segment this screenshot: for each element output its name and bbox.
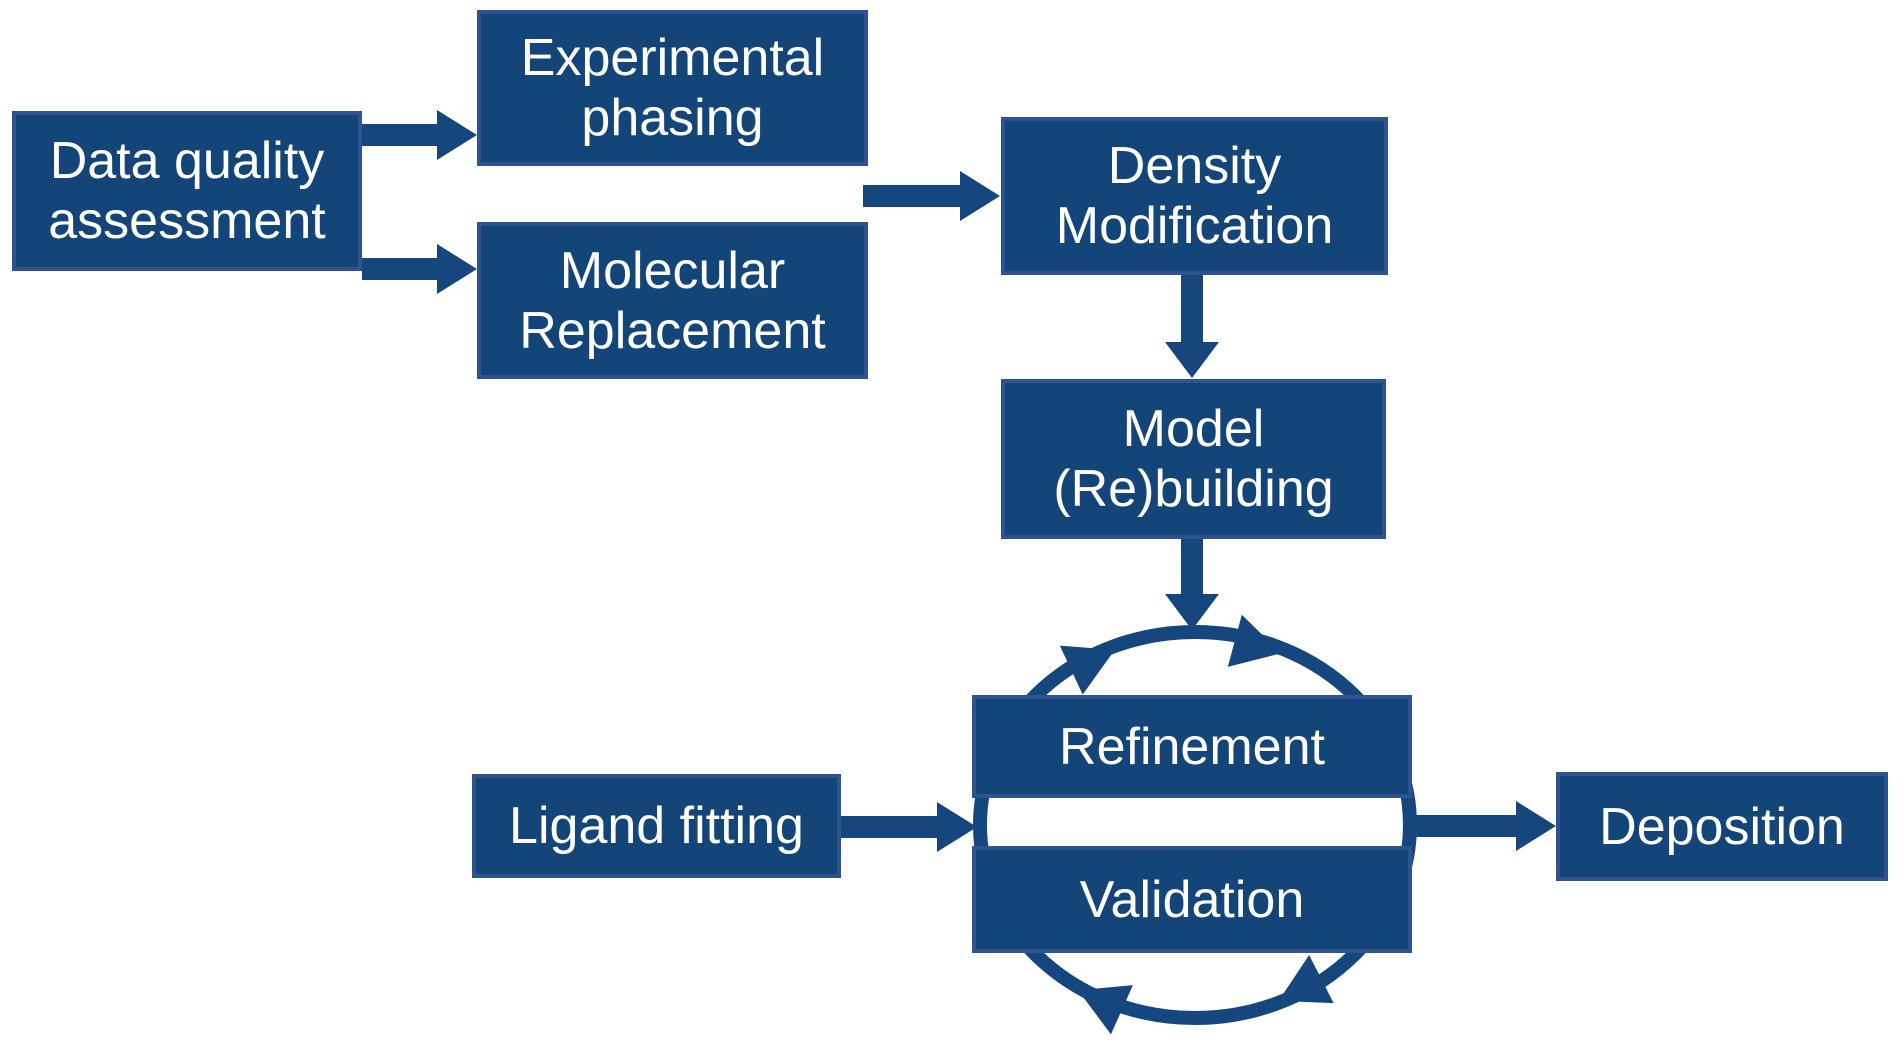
cycle-arrowhead-icon xyxy=(1078,985,1133,1035)
cycle-arrowhead-icon xyxy=(1059,645,1115,695)
node-model-rebuilding: Model (Re)building xyxy=(1001,379,1386,539)
node-label: Model (Re)building xyxy=(1053,400,1334,518)
node-label: Refinement xyxy=(1059,717,1325,776)
arrow-right-icon xyxy=(863,171,1000,221)
arrow-right-icon xyxy=(840,802,977,852)
node-label: Deposition xyxy=(1599,797,1845,856)
arrow-down-icon xyxy=(1165,538,1219,630)
node-refinement: Refinement xyxy=(972,695,1412,798)
node-density-modification: Density Modification xyxy=(1001,117,1388,275)
node-data-quality-assessment: Data quality assessment xyxy=(12,111,362,271)
arrow-right-icon xyxy=(362,110,477,160)
node-label: Molecular Replacement xyxy=(519,241,826,360)
cycle-arrowhead-icon xyxy=(1227,614,1282,667)
arrow-right-icon xyxy=(1411,801,1556,851)
node-label: Data quality assessment xyxy=(48,132,326,250)
node-label: Ligand fitting xyxy=(509,797,804,855)
cycle-arrowhead-icon xyxy=(1278,955,1334,1004)
node-experimental-phasing: Experimental phasing xyxy=(477,10,868,166)
cycle-clockwise-icon xyxy=(973,614,1417,1035)
node-label: Density Modification xyxy=(1055,137,1334,255)
node-label: Validation xyxy=(1079,870,1305,929)
node-molecular-replacement: Molecular Replacement xyxy=(477,222,868,379)
arrow-right-icon xyxy=(362,244,477,294)
node-ligand-fitting: Ligand fitting xyxy=(472,774,841,878)
node-deposition: Deposition xyxy=(1556,772,1888,881)
node-label: Experimental phasing xyxy=(520,29,825,147)
node-validation: Validation xyxy=(972,846,1412,953)
arrow-down-icon xyxy=(1165,274,1219,378)
